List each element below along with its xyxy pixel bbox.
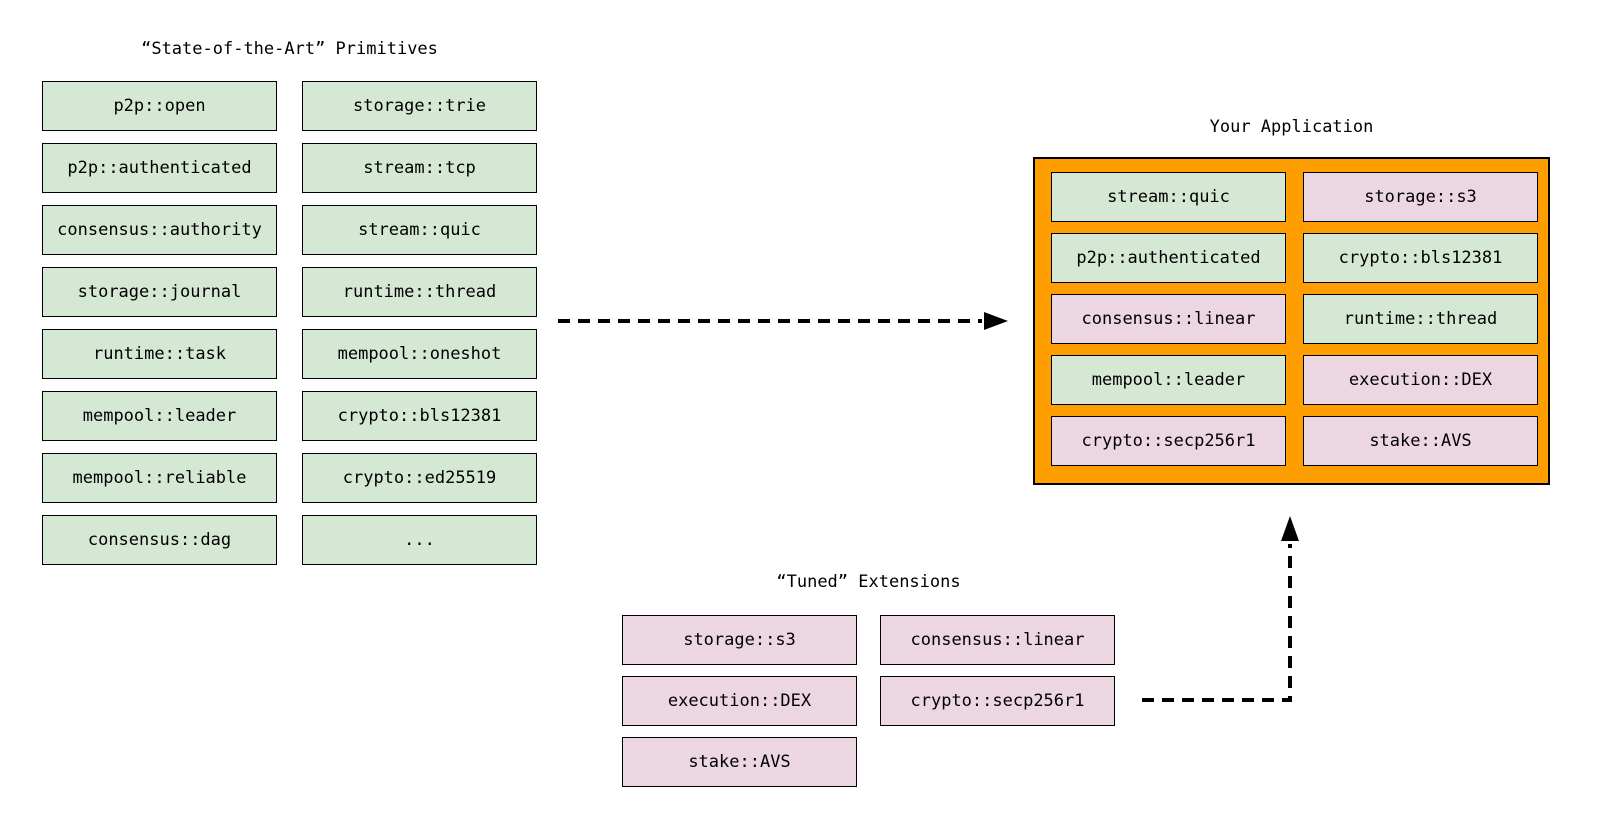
extensions-to-application-arrow <box>1142 516 1299 702</box>
node-mempool-leader: mempool::leader <box>1051 355 1286 405</box>
node-execution-dex: execution::DEX <box>1303 355 1538 405</box>
node-storage-trie: storage::trie <box>302 81 537 131</box>
extensions-title: “Tuned” Extensions <box>776 572 961 592</box>
node-runtime-thread: runtime::thread <box>302 267 537 317</box>
node-storage-journal: storage::journal <box>42 267 277 317</box>
node-mempool-oneshot: mempool::oneshot <box>302 329 537 379</box>
node-stream-quic: stream::quic <box>1051 172 1286 222</box>
node-consensus-linear: consensus::linear <box>880 615 1115 665</box>
arrowhead-up-icon <box>1281 516 1299 541</box>
node-crypto-bls12381: crypto::bls12381 <box>1303 233 1538 283</box>
application-title: Your Application <box>1209 117 1374 137</box>
node-p2p-open: p2p::open <box>42 81 277 131</box>
node-crypto-secp256r1: crypto::secp256r1 <box>1051 416 1286 466</box>
node-stream-tcp: stream::tcp <box>302 143 537 193</box>
node-storage-s3: storage::s3 <box>622 615 857 665</box>
node-p2p-authenticated: p2p::authenticated <box>42 143 277 193</box>
node-runtime-thread: runtime::thread <box>1303 294 1538 344</box>
node-mempool-reliable: mempool::reliable <box>42 453 277 503</box>
node-mempool-leader: mempool::leader <box>42 391 277 441</box>
node-crypto-bls12381: crypto::bls12381 <box>302 391 537 441</box>
node-storage-s3: storage::s3 <box>1303 172 1538 222</box>
node-execution-dex: execution::DEX <box>622 676 857 726</box>
node-ellipsis: ... <box>302 515 537 565</box>
node-crypto-ed25519: crypto::ed25519 <box>302 453 537 503</box>
node-stake-avs: stake::AVS <box>622 737 857 787</box>
node-p2p-authenticated: p2p::authenticated <box>1051 233 1286 283</box>
arrowhead-right-icon <box>984 312 1008 330</box>
node-consensus-dag: consensus::dag <box>42 515 277 565</box>
primitives-title: “State-of-the-Art” Primitives <box>141 39 438 59</box>
node-stream-quic: stream::quic <box>302 205 537 255</box>
node-crypto-secp256r1: crypto::secp256r1 <box>880 676 1115 726</box>
node-stake-avs: stake::AVS <box>1303 416 1538 466</box>
node-consensus-authority: consensus::authority <box>42 205 277 255</box>
node-runtime-task: runtime::task <box>42 329 277 379</box>
primitives-to-application-arrow <box>558 312 1008 330</box>
node-consensus-linear: consensus::linear <box>1051 294 1286 344</box>
